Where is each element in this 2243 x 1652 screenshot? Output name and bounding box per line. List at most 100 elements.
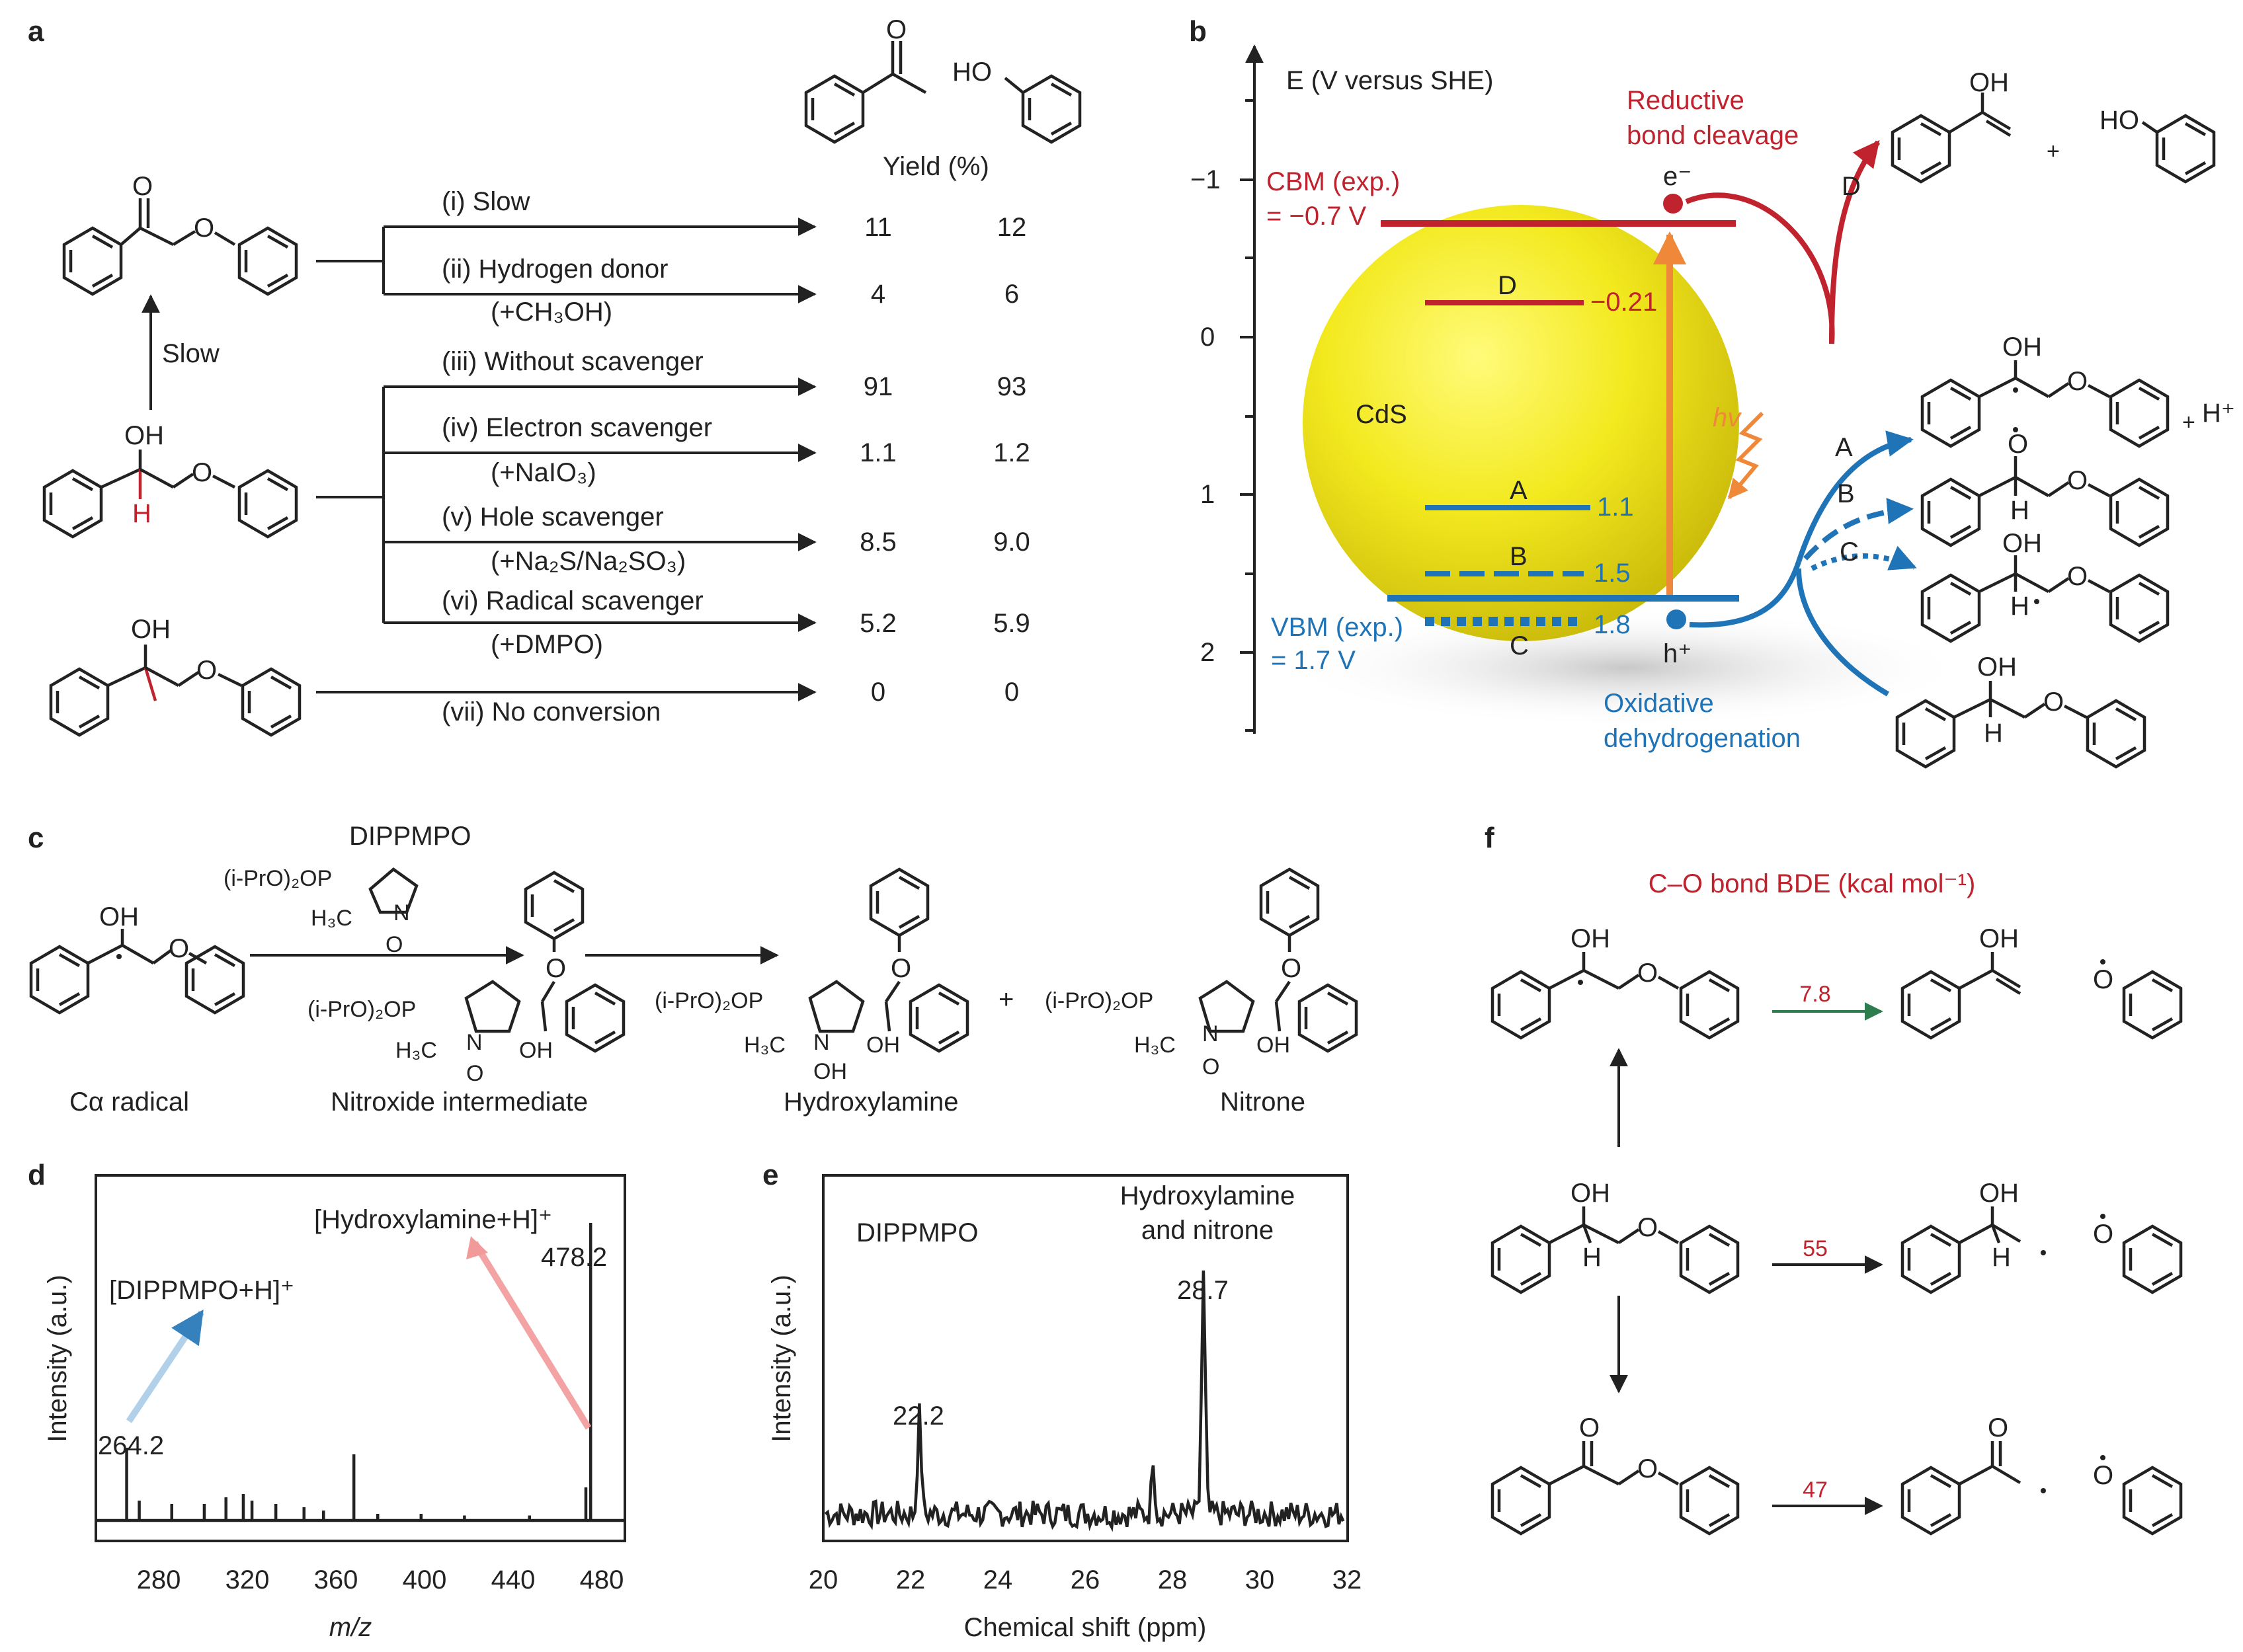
panel-label-f: f	[1485, 822, 1494, 854]
compound-name-calpha: Cα radical	[69, 1087, 189, 1117]
panel-label-a: a	[28, 15, 44, 48]
atom-oh: OH	[124, 421, 164, 450]
row-label-iii: (iii) Without scavenger	[442, 347, 704, 376]
enol-ring	[1893, 116, 1949, 182]
bde-value-3: 47	[1803, 1477, 1828, 1503]
ms-tick: 280	[137, 1565, 181, 1594]
yield-cell: 1.1	[860, 438, 897, 467]
nmr-annotation-line1: Hydroxylamine	[1120, 1181, 1295, 1210]
row-label-vii: (vii) No conversion	[442, 697, 661, 727]
panel-c-trapping: OH O Cα radical DIPPMPO (i-PrO)₂OP N H₃C…	[31, 822, 1356, 1117]
bde-phenoxy-ring-3	[2124, 1468, 2181, 1534]
row-label-ii: (ii) Hydrogen donor	[442, 255, 668, 284]
level-c-name: C	[1510, 631, 1529, 660]
nitrone-ring-side	[1299, 985, 1356, 1051]
alcohol-ring-right	[239, 471, 296, 537]
panel-label-b: b	[1189, 15, 1207, 48]
nmr-frame	[822, 1174, 1349, 1542]
radical-a-ring-right	[2111, 380, 2168, 446]
start-ring-left	[1897, 701, 1954, 767]
reductive-label: Reductive	[1627, 86, 1744, 115]
atom-oh: OH	[519, 1038, 553, 1063]
bde-value-1: 7.8	[1799, 982, 1830, 1007]
bde-title: C–O bond BDE (kcal mol⁻¹)	[1649, 869, 1976, 898]
ipro-label: (i-PrO)₂OP	[224, 866, 332, 891]
radical-b-ring-right	[2111, 479, 2168, 545]
dehydrogenation-label: dehydrogenation	[1604, 724, 1801, 753]
atom-oh: OH	[1977, 652, 2017, 682]
ms-annotation-dippmpo: [DIPPMPO+H]⁺	[109, 1276, 294, 1305]
plus-sign: +	[2182, 410, 2195, 435]
yield-cell: 8.5	[860, 528, 897, 557]
yield-cell: 12	[997, 213, 1027, 242]
level-d-value: −0.21	[1590, 288, 1657, 317]
radical-c-ring-right	[2111, 575, 2168, 641]
bde-enol-ring	[1902, 972, 1959, 1038]
yield-header: Yield (%)	[883, 152, 989, 181]
slow-label: Slow	[162, 339, 220, 368]
atom-ho: HO	[952, 58, 992, 87]
row-label-vi: (vi) Radical scavenger	[442, 586, 704, 615]
ms-tick: 480	[580, 1565, 624, 1594]
atom-o: O	[132, 172, 153, 201]
ms-x-ticks: 280 320 360 400 440 480	[137, 1565, 624, 1594]
yield-cell: 91	[864, 372, 893, 401]
cds-label: CdS	[1356, 400, 1407, 429]
e-tick: 2	[1200, 638, 1215, 667]
level-d-name: D	[1498, 271, 1517, 300]
dippmpo-label: DIPPMPO	[349, 822, 471, 851]
row-label-v: (v) Hole scavenger	[442, 502, 664, 531]
proton-label: H⁺	[2202, 399, 2235, 428]
compound-name-nitroxide: Nitroxide intermediate	[331, 1087, 588, 1117]
atom-o: O	[2093, 1220, 2113, 1249]
bde-alcohol-ring-right	[1681, 1226, 1738, 1292]
atom-oh: OH	[1979, 1179, 2019, 1208]
compound-name-hydroxylamine: Hydroxylamine	[784, 1087, 959, 1117]
atom-h: H	[2010, 592, 2029, 621]
yield-cell: 4	[871, 280, 885, 309]
ipro-label: (i-PrO)₂OP	[307, 997, 416, 1022]
atom-ho: HO	[2100, 106, 2139, 135]
electron-label: e⁻	[1663, 162, 1692, 191]
oxidative-label: Oxidative	[1604, 689, 1714, 718]
vbm-value: = 1.7 V	[1271, 646, 1356, 675]
hole-label: h⁺	[1663, 639, 1692, 668]
ms-y-label: Intensity (a.u.)	[43, 1275, 72, 1442]
h3c-label: H₃C	[311, 906, 352, 931]
nmr-peak-label-2: 28.7	[1177, 1276, 1229, 1305]
level-a-value: 1.1	[1597, 492, 1634, 522]
atom-o: O	[1202, 1054, 1219, 1080]
nmr-y-label: Intensity (a.u.)	[767, 1275, 796, 1442]
atom-o: O	[1988, 1413, 2008, 1442]
atom-o: O	[1637, 1454, 1658, 1483]
ms-annotation-hydroxylamine: [Hydroxylamine+H]⁺	[314, 1205, 552, 1234]
ketone-ring-left	[64, 228, 121, 294]
atom-o: O	[2067, 562, 2088, 591]
bde-phenoxy-ring-1	[2124, 972, 2181, 1038]
atom-n: N	[466, 1030, 483, 1055]
methyl-ring-left	[51, 669, 108, 735]
atom-oh: OH	[99, 902, 139, 931]
cbm-value: = −0.7 V	[1266, 202, 1367, 231]
atom-o: O	[2067, 466, 2088, 495]
atom-oh: OH	[1570, 1179, 1610, 1208]
phenol-ring	[1023, 76, 1080, 142]
yield-cell: 93	[997, 372, 1027, 401]
atom-o: O	[169, 934, 189, 963]
panel-d-ms-spectrum: 280 320 360 400 440 480 m/z Intensity (a…	[43, 1174, 626, 1642]
nitrone-ring-top	[1261, 869, 1318, 935]
ms-tick: 320	[225, 1565, 270, 1594]
atom-oh: OH	[2002, 333, 2042, 362]
ms-tick: 360	[314, 1565, 358, 1594]
methyl-ring-right	[243, 669, 300, 735]
cds-particle	[1303, 205, 1739, 641]
e-tick: 0	[1200, 323, 1215, 352]
hydroxylamine-ring-top	[871, 869, 928, 935]
row-sub-ii: (+CH₃OH)	[491, 297, 612, 327]
bde-ketone-ring-right	[1681, 1468, 1738, 1534]
bde-phenoxy-ring-2	[2124, 1226, 2181, 1292]
atom-h: H	[1582, 1243, 1602, 1272]
bde-alcohol-ring-left	[1492, 1226, 1549, 1292]
atom-o: O	[1579, 1413, 1600, 1442]
level-b-name: B	[1510, 542, 1528, 571]
